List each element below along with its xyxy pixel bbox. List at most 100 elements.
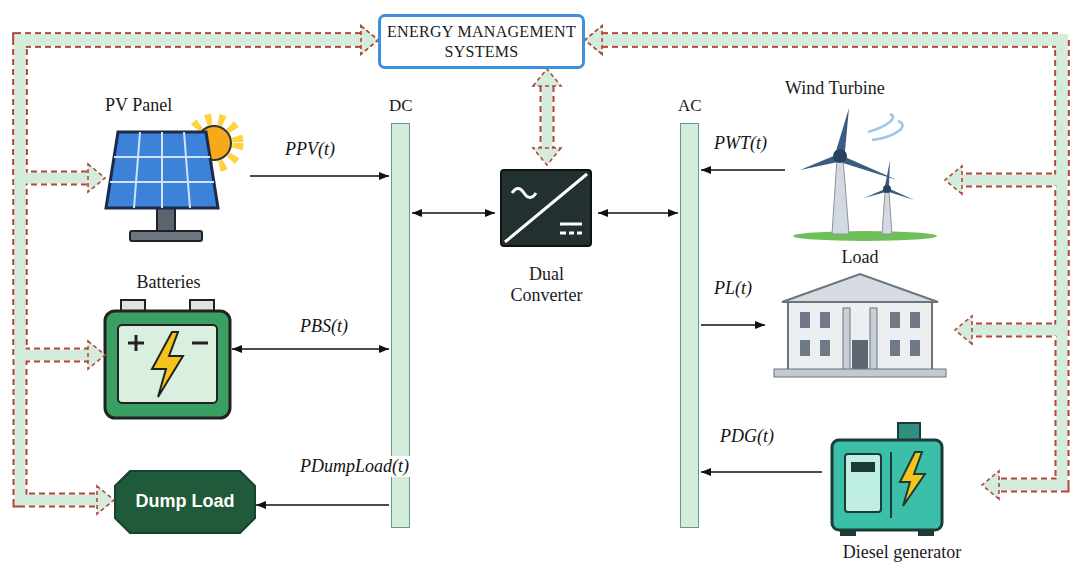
converter-icon	[501, 170, 591, 246]
node-label: DC	[389, 96, 412, 116]
pv-panel-icon-part	[184, 132, 190, 208]
converter-icon-part	[501, 170, 591, 246]
bus-bar: AC	[678, 96, 701, 528]
component-node: PV Panel	[105, 95, 250, 245]
node-label: Dual Converter	[501, 264, 593, 307]
building-icon-part	[800, 312, 810, 328]
wind-turbine-icon-part	[864, 189, 886, 198]
control-arrow-outline	[540, 86, 555, 148]
building-icon-part	[820, 340, 830, 356]
diesel-generator-icon-part	[898, 423, 920, 441]
converter-icon-part	[569, 232, 574, 235]
control-arrow	[602, 40, 1062, 485]
building-icon-part	[782, 274, 938, 302]
control-arrow	[20, 40, 361, 500]
building-icon-part	[910, 312, 920, 328]
wind-turbine-icon-part	[868, 114, 893, 132]
node-label: Batteries	[137, 272, 201, 294]
diesel-generator-icon-part	[845, 454, 881, 512]
system-box: ENERGY MANAGEMENT SYSTEMS	[378, 14, 585, 69]
control-arrow	[602, 40, 1062, 180]
control-arrow	[542, 86, 553, 148]
wind-turbine-icon-part	[833, 149, 847, 163]
wind-turbine-icon-part	[883, 185, 891, 193]
wind-turbine-icon	[793, 108, 937, 241]
wind-turbine-icon-part	[832, 158, 849, 234]
building-icon-part	[910, 340, 920, 356]
control-arrow-outline	[602, 40, 1062, 485]
building-icon-part	[800, 340, 810, 356]
control-arrow	[20, 40, 361, 178]
converter-icon-part	[505, 174, 587, 242]
octagon-outline	[115, 471, 255, 533]
node-label: Diesel generator	[843, 542, 961, 564]
building-icon-part	[774, 369, 946, 377]
power-label: PL(t)	[712, 278, 754, 299]
pv-panel-icon-part	[114, 156, 210, 158]
connector-main-layer	[20, 40, 1062, 505]
power-flow-arrow	[701, 324, 765, 326]
wind-turbine-icon-part	[836, 108, 849, 151]
building-icon-part	[890, 340, 900, 356]
control-arrow	[602, 40, 1062, 330]
pv-panel-icon-part	[134, 132, 140, 208]
pv-panel-icon-part	[161, 132, 163, 208]
control-arrow-outline	[20, 40, 361, 178]
building-icon-part	[870, 308, 877, 370]
building-icon-part	[843, 308, 850, 370]
component-node: Wind Turbine	[785, 78, 945, 240]
diesel-generator-icon-part	[851, 462, 875, 472]
node-label: Load	[842, 247, 879, 269]
node-label: Dump Load	[136, 491, 235, 513]
component-node: Batteries	[105, 272, 232, 420]
building-icon-part	[788, 302, 932, 370]
component-node: Diesel generator	[822, 418, 982, 564]
power-label: PDumpLoad(t)	[298, 456, 411, 477]
battery-icon-part	[118, 325, 217, 403]
power-flow-arrow	[701, 471, 822, 473]
control-arrow	[20, 40, 361, 355]
diesel-generator-icon-part	[918, 529, 934, 536]
power-flow-arrow	[701, 169, 785, 171]
component-node: Dual Converter	[495, 165, 598, 307]
converter-icon-part	[560, 223, 582, 226]
power-flow-arrow	[598, 212, 678, 214]
control-arrow-outline	[602, 40, 1062, 330]
power-label: PWT(t)	[712, 133, 769, 154]
power-label: PPV(t)	[283, 139, 337, 160]
battery-icon-part	[105, 311, 230, 418]
dump-load-box: Dump Load	[114, 470, 256, 534]
pv-panel-icon-part	[106, 132, 218, 208]
building-icon-part	[820, 312, 830, 328]
wind-turbine-icon-part	[885, 160, 890, 186]
pv-panel-icon-part	[157, 206, 175, 232]
power-label: PBS(t)	[298, 316, 350, 337]
converter-icon-part	[577, 232, 582, 235]
control-arrow-outline	[602, 40, 1062, 180]
component-node: Load	[765, 247, 955, 379]
power-label: PDG(t)	[718, 426, 776, 447]
converter-icon-part	[512, 189, 536, 198]
wind-turbine-icon-part	[872, 121, 903, 140]
wind-turbine-icon-part	[800, 155, 838, 170]
battery-icon-part	[152, 332, 183, 397]
node-label: AC	[678, 96, 701, 116]
wind-turbine-icon-part	[889, 189, 914, 200]
diesel-generator-icon-part	[840, 529, 856, 536]
diesel-generator-icon-part	[832, 440, 942, 530]
battery-icon	[105, 300, 230, 418]
pv-panel-icon-part	[130, 231, 202, 241]
building-icon	[774, 274, 946, 377]
pv-panel-icon	[106, 119, 238, 241]
control-arrow-outline-layer	[20, 40, 1062, 500]
building-icon-part	[852, 340, 868, 370]
diesel-generator-icon-part	[900, 452, 925, 506]
diesel-generator-icon-part	[890, 452, 892, 518]
building-icon-part	[890, 312, 900, 328]
wind-turbine-icon-part	[882, 192, 892, 234]
battery-icon-part	[135, 335, 138, 351]
converter-icon-part	[560, 232, 566, 235]
